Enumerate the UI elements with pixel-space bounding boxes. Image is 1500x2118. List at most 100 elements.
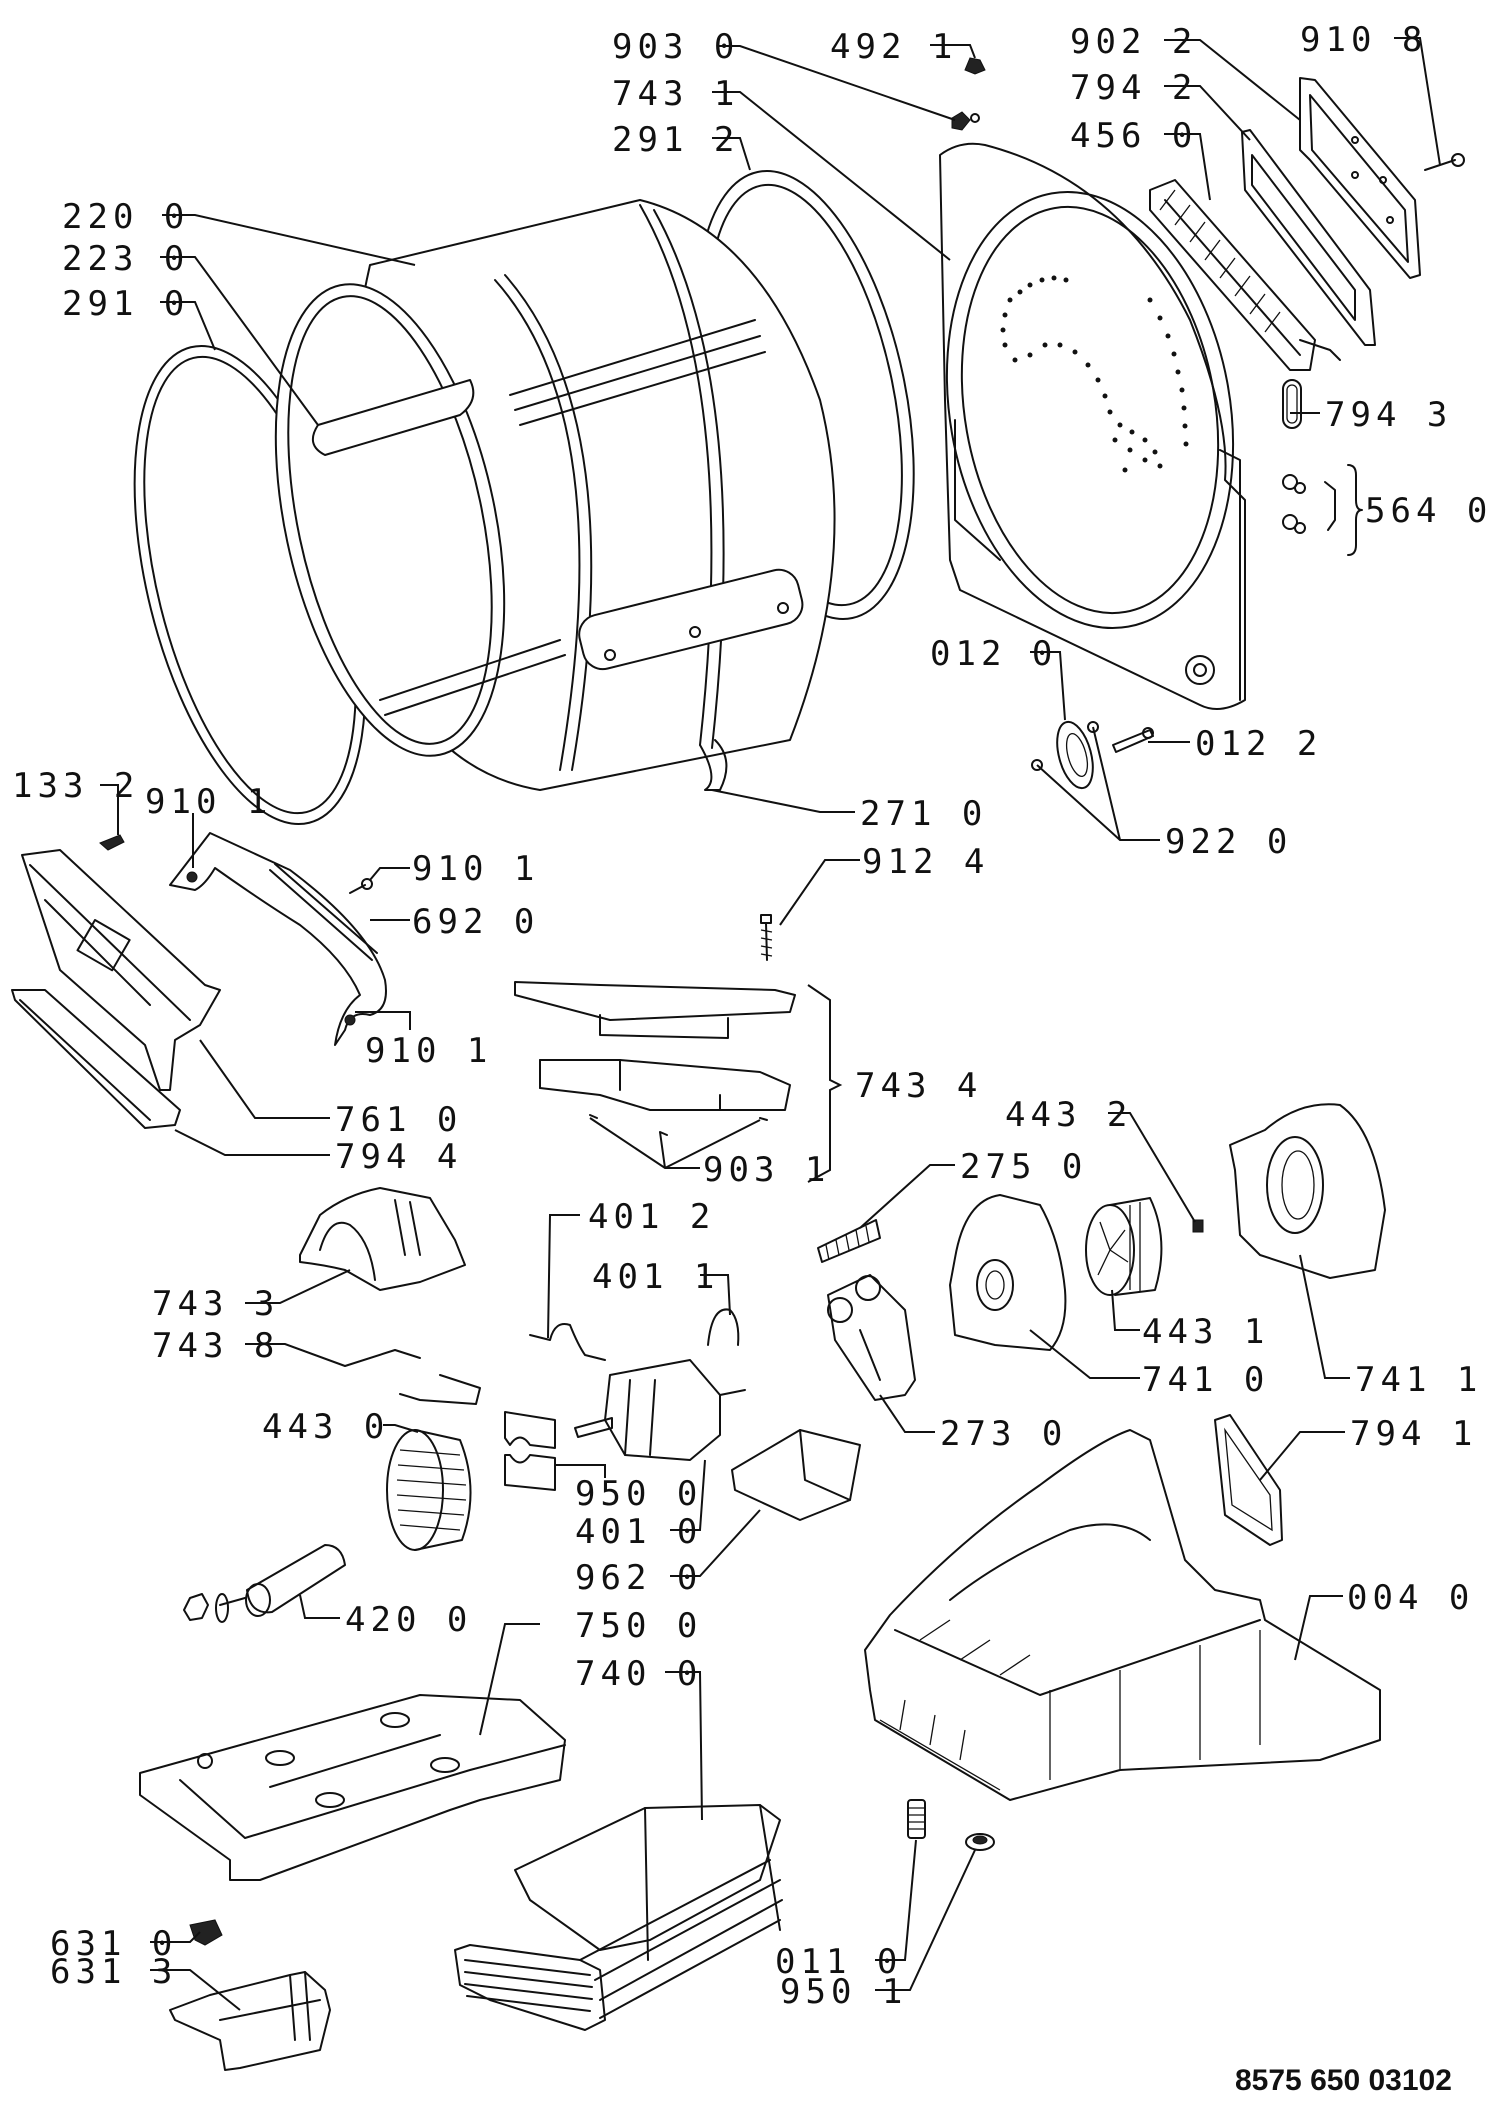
screw-910-8 [1424,153,1465,171]
callout-794-4: 794 4 [335,1137,462,1177]
screw-910-1 [349,878,373,894]
callout-903-1: 903 1 [703,1150,830,1190]
leader-223-0 [160,256,319,426]
leader-910-1b [369,867,410,881]
leader-401-0 [670,1459,706,1531]
callout-456-0: 456 0 [1070,116,1197,156]
leader-741-1 [1299,1254,1350,1379]
leader-291-0 [160,301,216,351]
buffer [965,1833,995,1851]
leader-743-4-bracket [807,984,843,1183]
callout-443-2: 443 2 [1005,1095,1132,1135]
leader-761-0 [199,1039,330,1119]
gasket-794-1 [1214,1414,1283,1546]
switch [189,1919,223,1946]
leader-631-0 [150,1931,201,1943]
fan-wheel-443-0 [386,1429,472,1551]
leader-012-0 [1030,651,1066,721]
callout-443-0: 443 0 [262,1407,389,1447]
clip-903-0 [951,111,980,131]
callout-220-0: 220 0 [62,197,189,237]
callout-labels: 903 0 492 1 743 1 291 2 902 2 910 8 794 … [12,20,1492,2012]
callout-564-0: 564 0 [1365,491,1492,531]
callout-743-4: 743 4 [855,1066,982,1106]
callout-794-1: 794 1 [1350,1414,1477,1454]
front-frame [21,849,221,1091]
leader-631-3 [150,1969,241,2011]
callout-443-1: 443 1 [1142,1312,1269,1352]
screw-912-4 [760,914,773,961]
washers [1031,721,1099,771]
callout-012-2: 012 2 [1195,724,1322,764]
base [864,1429,1381,1801]
leader-910-8 [1394,37,1441,166]
callout-794-2: 794 2 [1070,68,1197,108]
callout-794-3: 794 3 [1325,395,1452,435]
gasket-794-4 [11,989,181,1129]
tension-spring [817,1219,881,1263]
leader-133-2 [100,784,119,835]
callout-631-0: 631 0 [50,1924,177,1964]
leader-950-1 [875,1849,976,1991]
callout-761-0: 761 0 [335,1100,462,1140]
leader-794-1 [1259,1431,1345,1481]
rear-drum-panel [939,142,1246,710]
thermostat-kit [1282,464,1363,556]
tensioner [827,1274,916,1401]
callout-912-4: 912 4 [862,842,989,882]
fan-housing-rear [1229,1103,1386,1279]
callout-291-0: 291 0 [62,284,189,324]
shaft [1112,727,1154,753]
leader-794-2 [1164,85,1251,141]
leader-950-0 [555,1464,606,1478]
gasket-794-2 [1241,129,1376,346]
condenser [454,1804,783,2031]
leader-443-2 [1108,1112,1196,1223]
callout-012-0: 012 0 [930,634,1057,674]
leader-492-1 [930,44,976,59]
callout-223-0: 223 0 [62,239,189,279]
motor-clamp-401-2 [529,1323,606,1361]
callout-910-8: 910 8 [1300,20,1427,60]
handle-bar [169,832,387,1046]
callout-741-1: 741 1 [1355,1360,1482,1400]
part-drawings [11,57,1465,2071]
callout-903-0: 903 0 [612,27,739,67]
fastener-492-1 [964,57,986,75]
leader-794-4 [174,1129,330,1156]
leader-401-2 [547,1214,580,1339]
filter-cover [1299,77,1421,279]
callout-401-2: 401 2 [588,1197,715,1237]
callout-922-0: 922 0 [1165,822,1292,862]
callout-275-0: 275 0 [960,1147,1087,1187]
document-number: 8575 650 03102 [1235,2064,1452,2097]
leader-922-0 [1036,726,1160,841]
callout-950-0: 950 0 [575,1474,702,1514]
leader-443-0 [383,1424,419,1433]
drum [274,199,836,791]
callout-401-0: 401 0 [575,1512,702,1552]
callout-962-0: 962 0 [575,1558,702,1598]
leader-271-0 [711,789,855,813]
fan-housing [949,1194,1067,1351]
leader-962-0 [670,1509,761,1577]
callout-401-1: 401 1 [592,1257,719,1297]
callout-740-0: 740 0 [575,1654,702,1694]
leader-910-1c [355,1011,411,1030]
callout-273-0: 273 0 [940,1414,1067,1454]
clip-133-2 [99,834,125,851]
callout-631-3: 631 3 [50,1952,177,1992]
leader-420-0 [299,1594,340,1619]
callout-910-1c: 910 1 [365,1031,492,1071]
motor-clamp-401-1 [707,1308,740,1346]
leader-011-0 [875,1839,917,1961]
callout-011-0: 011 0 [775,1942,902,1982]
motor-cover [299,1187,466,1291]
callout-741-0: 741 0 [1142,1360,1269,1400]
leader-401-1 [700,1274,731,1316]
callout-750-0: 750 0 [575,1606,702,1646]
perforation-pattern [1000,275,1189,473]
leader-275-0 [859,1164,955,1229]
leader-740-0 [665,1671,703,1821]
